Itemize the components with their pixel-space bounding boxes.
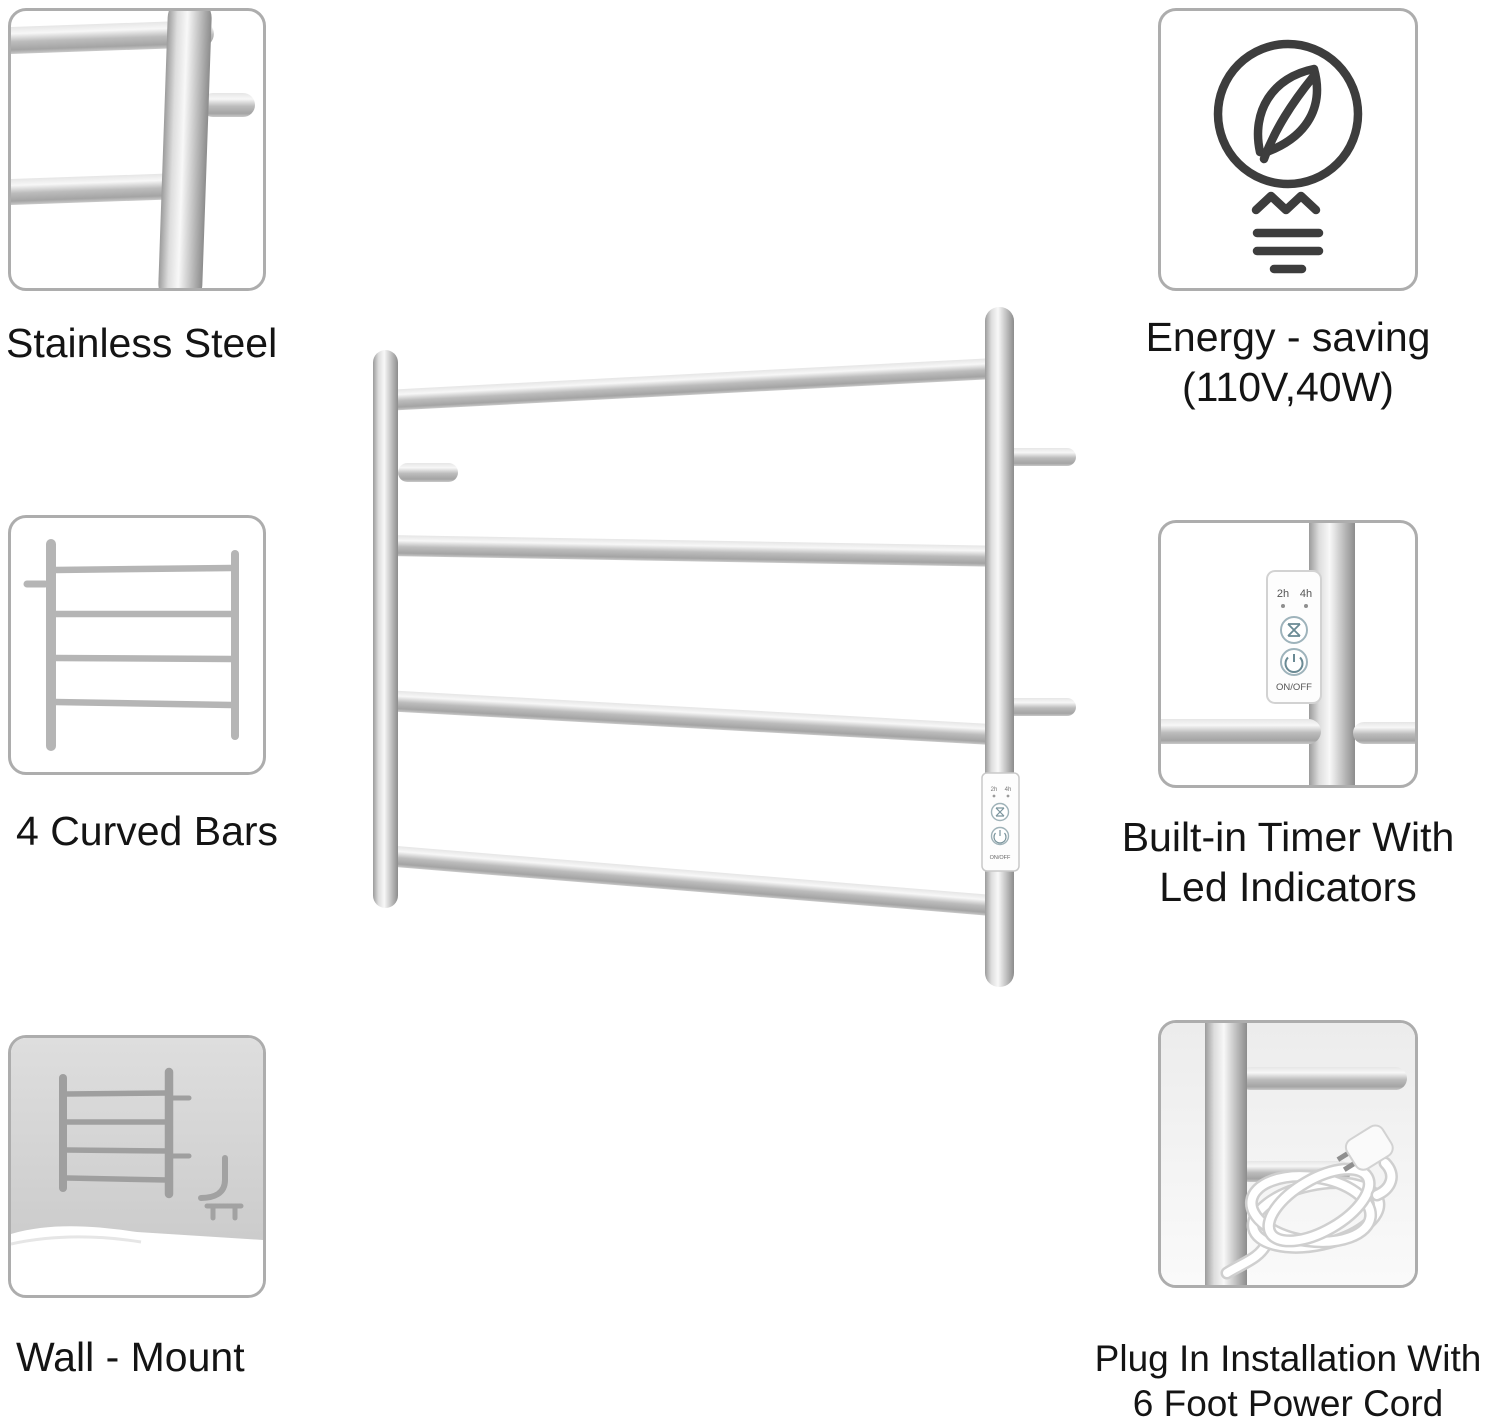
hourglass-timer-icon [1287, 623, 1301, 637]
closeup-bar-left [1161, 719, 1321, 744]
power-icon [1284, 654, 1304, 673]
caption-curved-bars: 4 Curved Bars [16, 808, 279, 854]
feature-image-built-in-timer: 2h 4h ON/OFF [1158, 520, 1418, 788]
plug-prong [1336, 1150, 1351, 1162]
right-post [985, 307, 1014, 987]
counter-edge-highlight [11, 1235, 142, 1246]
caption-plug-line1: Plug In Installation With [1094, 1338, 1482, 1379]
feature-image-curved-bars [8, 515, 266, 775]
bulb-outline [1213, 39, 1363, 189]
caption-energy-line2: (110V,40W) [1182, 364, 1394, 411]
left-post [373, 350, 398, 908]
closeup-standoff-pin [201, 93, 255, 117]
closeup-bar-right [1353, 722, 1415, 744]
power-cord-coil [1220, 1156, 1398, 1280]
filament-zigzag [1251, 191, 1321, 215]
wall-standoff-right-top [998, 448, 1076, 466]
closeup-bar-top [1239, 1067, 1407, 1090]
caption-stainless-steel: Stainless Steel [6, 320, 278, 366]
feature-image-plug-in [1158, 1020, 1418, 1288]
caption-plug-line2: 6 Foot Power Cord [1132, 1383, 1444, 1421]
closeup-bar-mid [11, 173, 178, 206]
diagram-bar-3 [51, 654, 235, 663]
caption-energy-saving: Energy - saving (110V,40W) [1108, 312, 1468, 412]
wall-mount-scene [11, 1038, 263, 1295]
timer-4h-label: 4h [1300, 588, 1312, 600]
timer-panel-closeup: 2h 4h ON/OFF [1161, 523, 1415, 785]
towel-warmer-hero: 2h 4h ON/OFF [340, 295, 1100, 995]
hourglass-timer-icon [995, 807, 1005, 817]
caption-energy-line1: Energy - saving [1145, 314, 1431, 360]
led-indicator-dots [1304, 604, 1308, 608]
on-off-label: ON/OFF [1276, 682, 1312, 693]
towel-bar-2 [383, 535, 1000, 567]
led-indicator-dots [1281, 604, 1285, 608]
power-cord-closeup [1161, 1023, 1415, 1285]
timer-2h-label: 2h [1277, 588, 1289, 600]
caption-plug-in: Plug In Installation With 6 Foot Power C… [1062, 1336, 1500, 1421]
led-indicator-dots [1006, 794, 1010, 798]
control-panel: 2h 4h ON/OFF [1266, 570, 1322, 704]
caption-timer-line1: Built-in Timer With [1121, 814, 1455, 860]
timer-2h-label: 2h [991, 787, 998, 793]
closeup-bar-top [11, 20, 214, 55]
stainless-steel-closeup [11, 11, 255, 288]
towel-bar-4 [383, 845, 998, 916]
feature-image-energy-saving [1158, 8, 1418, 291]
leaf-stem [1259, 72, 1318, 164]
caption-built-in-timer: Built-in Timer With Led Indicators [1098, 812, 1478, 912]
leaf-body [1253, 64, 1322, 158]
feature-image-wall-mount [8, 1035, 266, 1298]
plug-body [1344, 1124, 1394, 1171]
wall-standoff-right-mid [998, 698, 1076, 716]
energy-bulb-leaf-icon [1213, 39, 1363, 274]
on-off-label: ON/OFF [990, 855, 1011, 861]
led-indicator-dots [992, 794, 996, 798]
mounted-rack [59, 1067, 192, 1199]
towel-warmer-illustration: 2h 4h ON/OFF [373, 307, 1076, 987]
diagram-bar-4 [51, 698, 235, 709]
caption-timer-line2: Led Indicators [1159, 864, 1417, 911]
control-panel-body [981, 772, 1020, 872]
control-panel: 2h 4h ON/OFF [981, 772, 1020, 872]
power-icon [993, 830, 1007, 844]
curved-bars-diagram [23, 539, 239, 751]
closeup-post [158, 11, 212, 288]
power-plug [1336, 1124, 1394, 1172]
towel-bar-3 [383, 690, 1000, 745]
diagram-bar-1 [51, 564, 235, 574]
bathtub-counter [11, 1226, 263, 1295]
wall-standoff-left [398, 463, 458, 482]
feature-image-stainless-steel [8, 8, 266, 291]
timer-4h-label: 4h [1005, 787, 1012, 793]
towel-bar-1 [384, 358, 1000, 411]
plug-prong [1342, 1160, 1357, 1172]
closeup-post [1205, 1023, 1247, 1285]
caption-wall-mount: Wall - Mount [16, 1334, 245, 1380]
faucet [198, 1155, 244, 1221]
